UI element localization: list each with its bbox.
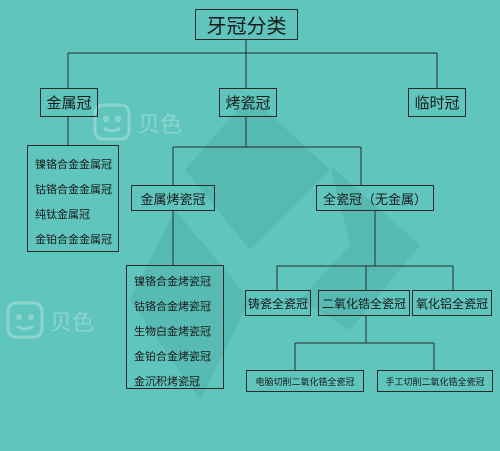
list-item: 金铂合金烤瓷冠 [134,350,211,363]
zirconia-crown-node: 二氧化锆全瓷冠 [318,290,410,316]
hand-milled-zirconia-node: 手工切削二氧化锆全瓷冠 [377,370,493,392]
tooth-logo-icon [93,103,131,141]
all-ceramic-crown-node: 全瓷冠（无金属） [316,185,434,211]
temporary-crown-node: 临时冠 [408,88,466,117]
list-item: 金沉积烤瓷冠 [134,375,200,388]
watermark-text: 贝色 [50,311,95,336]
watermark-logo [5,300,45,344]
list-item: 钴铬合金金属冠 [35,183,112,196]
root-node: 牙冠分类 [195,9,298,40]
porcelain-crown-node: 烤瓷冠 [219,88,277,117]
watermark-logo [92,102,132,146]
watermark-diamond-shape [185,95,330,250]
metal-crown-node: 金属冠 [40,88,98,117]
list-item: 生物白金烤瓷冠 [134,325,211,338]
metal-porcelain-crown-node: 金属烤瓷冠 [131,185,215,211]
list-item: 纯钛金属冠 [35,208,90,221]
watermark-text: 贝色 [138,113,183,138]
list-item: 镍铬合金烤瓷冠 [134,275,211,288]
watermark-chevron-shape [300,165,420,330]
alumina-crown-node: 氧化铝全瓷冠 [412,290,492,316]
watermark-lower-shape [130,210,250,400]
list-item: 镍铬合金金属冠 [35,158,112,171]
list-item: 钴铬合金烤瓷冠 [134,300,211,313]
metal-porcelain-crown-list: 镍铬合金烤瓷冠 钴铬合金烤瓷冠 生物白金烤瓷冠 金铂合金烤瓷冠 金沉积烤瓷冠 [126,265,224,389]
list-item: 金铂合金金属冠 [35,233,112,246]
metal-crown-list: 镍铬合金金属冠 钴铬合金金属冠 纯钛金属冠 金铂合金金属冠 [27,145,119,252]
tooth-logo-icon [6,301,44,339]
cast-ceramic-crown-node: 铸瓷全瓷冠 [245,290,311,316]
cad-milled-zirconia-node: 电脑切削二氧化锆全瓷冠 [246,370,364,392]
